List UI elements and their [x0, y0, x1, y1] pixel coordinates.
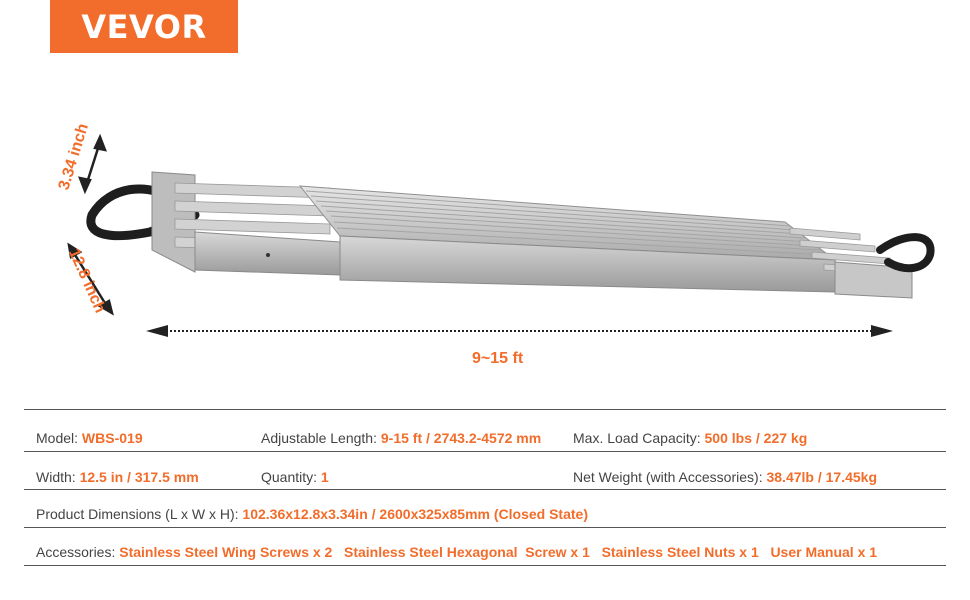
height-dimension-arrow [78, 133, 107, 195]
left-extension-rail-3 [174, 218, 331, 235]
accessories-label: Accessories: [36, 544, 116, 560]
brand-logo-text: VEVOR [81, 7, 207, 46]
max-load-label: Max. Load Capacity: [573, 430, 701, 446]
deck-ribs [305, 190, 827, 256]
accessory-item: User Manual x 1 [770, 544, 878, 560]
left-housing-hole [266, 253, 270, 257]
accessory-item: Stainless Steel Nuts x 1 [601, 544, 759, 560]
adjustable-length-spec: Adjustable Length: 9-15 ft / 2743.2-4572… [261, 430, 541, 446]
net-weight-label: Net Weight (with Accessories): [573, 469, 763, 485]
right-extension-rail-1 [789, 227, 861, 241]
spec-divider [24, 489, 946, 490]
length-dimension-arrow [146, 325, 893, 337]
net-weight-spec: Net Weight (with Accessories): 38.47lb /… [573, 469, 877, 485]
max-load-spec: Max. Load Capacity: 500 lbs / 227 kg [573, 430, 807, 446]
spec-divider [24, 409, 946, 410]
max-load-value: 500 lbs / 227 kg [704, 430, 808, 446]
quantity-value: 1 [320, 469, 329, 485]
product-dimensions-spec: Product Dimensions (L x W x H): 102.36x1… [36, 506, 588, 522]
spec-divider [24, 527, 946, 528]
brand-logo: VEVOR [50, 0, 238, 53]
width-dimension-arrow [67, 242, 114, 316]
spec-divider [24, 565, 946, 566]
width-value: 12.5 in / 317.5 mm [79, 469, 199, 485]
length-dimension-label: 9~15 ft [472, 350, 524, 367]
model-value: WBS-019 [81, 430, 143, 446]
model-spec: Model: WBS-019 [36, 430, 143, 446]
spec-divider [24, 451, 946, 452]
accessory-item: Stainless Steel Hexagonal Screw x 1 [344, 544, 590, 560]
model-label: Model: [36, 430, 79, 446]
width-spec: Width: 12.5 in / 317.5 mm [36, 469, 199, 485]
width-label: Width: [36, 469, 76, 485]
product-dimensions-label: Product Dimensions (L x W x H): [36, 506, 239, 522]
product-image [67, 133, 935, 337]
right-extension-rail-2 [799, 239, 876, 253]
right-strap [876, 233, 935, 273]
product-dimensions-value: 102.36x12.8x3.34in / 2600x325x85mm (Clos… [242, 506, 588, 522]
accessories-spec: Accessories: Stainless Steel Wing Screws… [36, 544, 877, 560]
adjustable-length-value: 9-15 ft / 2743.2-4572 mm [380, 430, 542, 446]
net-weight-value: 38.47lb / 17.45kg [766, 469, 878, 485]
quantity-label: Quantity: [261, 469, 318, 485]
quantity-spec: Quantity: 1 [261, 469, 329, 485]
right-end-cap [834, 261, 913, 299]
adjustable-length-label: Adjustable Length: [261, 430, 377, 446]
accessory-item: Stainless Steel Wing Screws x 2 [119, 544, 333, 560]
